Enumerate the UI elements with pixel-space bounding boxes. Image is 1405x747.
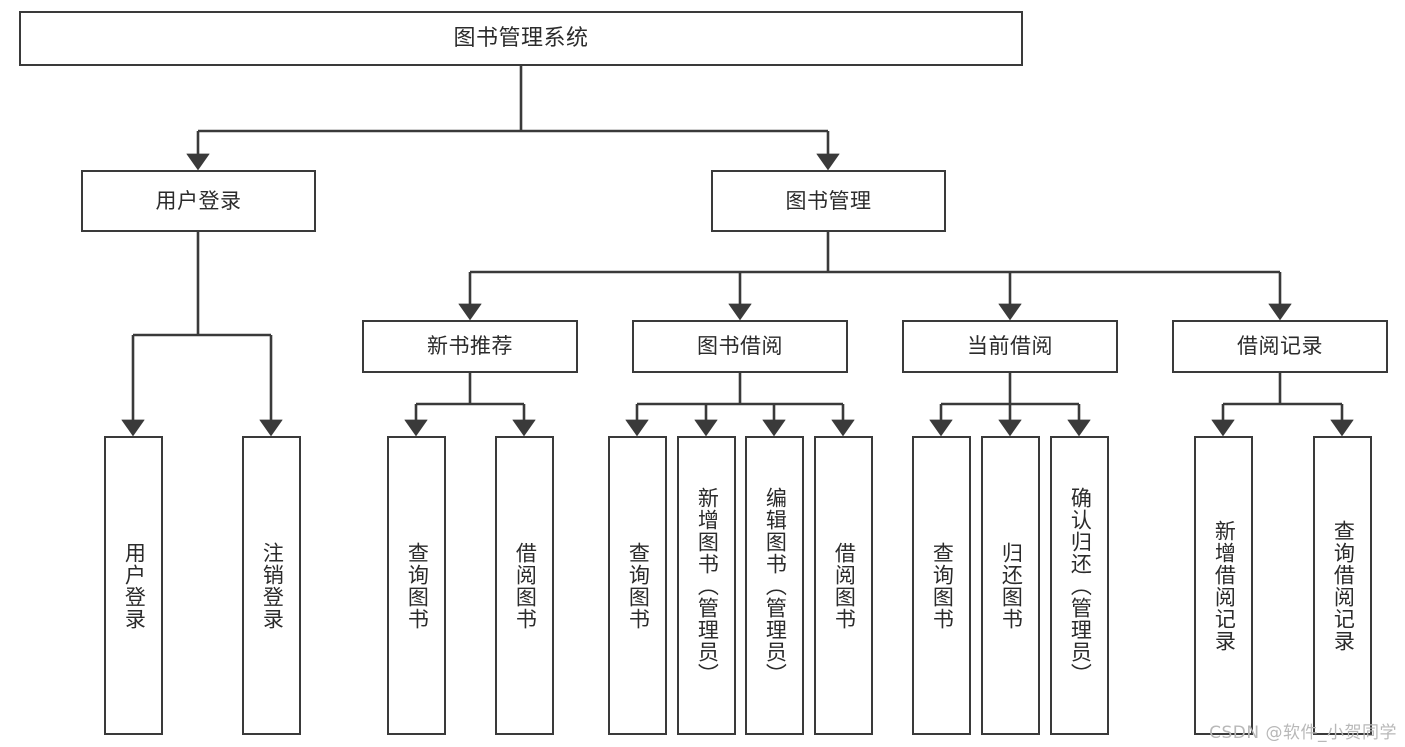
leaf-label: 归还图书 xyxy=(999,541,1024,630)
node-label: 新书推荐 xyxy=(427,334,513,359)
node-borrow-records[interactable]: 借阅记录 xyxy=(1172,320,1388,373)
leaf-label: 查询图书 xyxy=(930,541,955,630)
leaf-label: 借阅图书 xyxy=(832,541,857,630)
leaf-label: 查询图书 xyxy=(405,541,430,630)
leaf-new-books-borrow-book[interactable]: 借阅图书 xyxy=(495,436,554,735)
node-label: 用户登录 xyxy=(155,188,242,213)
node-book-borrow[interactable]: 图书借阅 xyxy=(632,320,848,373)
leaf-book-borrow-borrow-book[interactable]: 借阅图书 xyxy=(814,436,873,735)
node-new-book-recommend[interactable]: 新书推荐 xyxy=(362,320,578,373)
leaf-label: 查询借阅记录 xyxy=(1331,519,1356,652)
leaf-borrow-records-query-record[interactable]: 查询借阅记录 xyxy=(1313,436,1372,735)
leaf-label: 新增图书（管理员） xyxy=(695,486,720,685)
leaf-borrow-records-add-record[interactable]: 新增借阅记录 xyxy=(1194,436,1253,735)
node-current-borrow[interactable]: 当前借阅 xyxy=(902,320,1118,373)
leaf-label: 借阅图书 xyxy=(513,541,538,630)
leaf-current-borrow-confirm-return-admin[interactable]: 确认归还（管理员） xyxy=(1050,436,1109,735)
leaf-book-borrow-edit-book-admin[interactable]: 编辑图书（管理员） xyxy=(745,436,804,735)
node-label: 图书管理 xyxy=(785,188,872,213)
leaf-label: 确认归还（管理员） xyxy=(1068,486,1093,685)
node-root-library-system[interactable]: 图书管理系统 xyxy=(19,11,1023,66)
leaf-user-login-logout[interactable]: 注销登录 xyxy=(242,436,301,735)
leaf-book-borrow-add-book-admin[interactable]: 新增图书（管理员） xyxy=(677,436,736,735)
leaf-current-borrow-return-book[interactable]: 归还图书 xyxy=(981,436,1040,735)
node-book-management[interactable]: 图书管理 xyxy=(711,170,946,232)
leaf-label: 注销登录 xyxy=(260,541,285,630)
leaf-label: 查询图书 xyxy=(626,541,651,630)
leaf-label: 编辑图书（管理员） xyxy=(763,486,788,685)
leaf-label: 新增借阅记录 xyxy=(1212,519,1237,652)
leaf-label: 用户登录 xyxy=(122,541,147,630)
node-label: 图书管理系统 xyxy=(453,25,589,51)
csdn-watermark: CSDN @软件_小贺同学 xyxy=(1209,723,1397,743)
node-label: 图书借阅 xyxy=(697,334,783,359)
leaf-book-borrow-query-book[interactable]: 查询图书 xyxy=(608,436,667,735)
leaf-new-books-query-book[interactable]: 查询图书 xyxy=(387,436,446,735)
node-label: 当前借阅 xyxy=(967,334,1053,359)
leaf-current-borrow-query-book[interactable]: 查询图书 xyxy=(912,436,971,735)
node-label: 借阅记录 xyxy=(1237,334,1323,359)
node-user-login[interactable]: 用户登录 xyxy=(81,170,316,232)
leaf-user-login-login[interactable]: 用户登录 xyxy=(104,436,163,735)
